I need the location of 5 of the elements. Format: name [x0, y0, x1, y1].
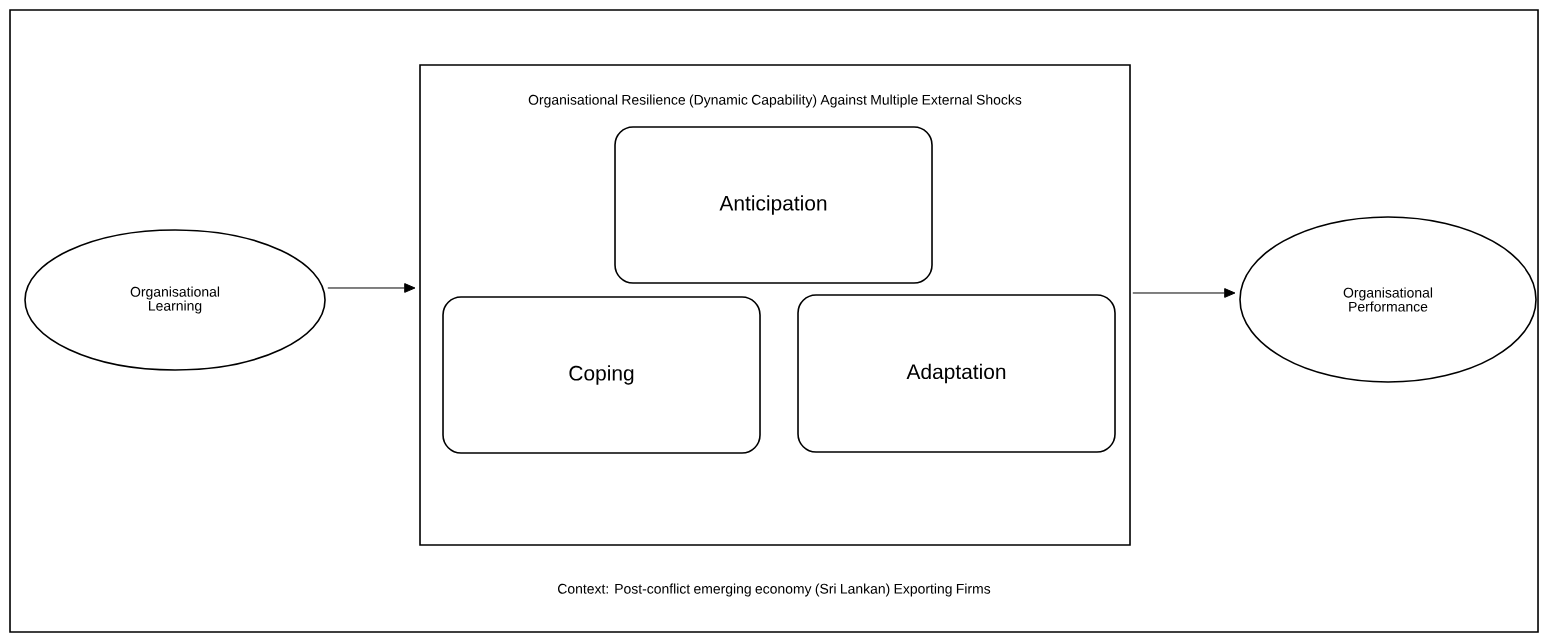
component-box: Coping [442, 296, 761, 454]
component-box: Adaptation [797, 294, 1116, 453]
component-box: Anticipation [614, 126, 933, 284]
arrow [327, 283, 416, 293]
arrow [1132, 288, 1236, 298]
